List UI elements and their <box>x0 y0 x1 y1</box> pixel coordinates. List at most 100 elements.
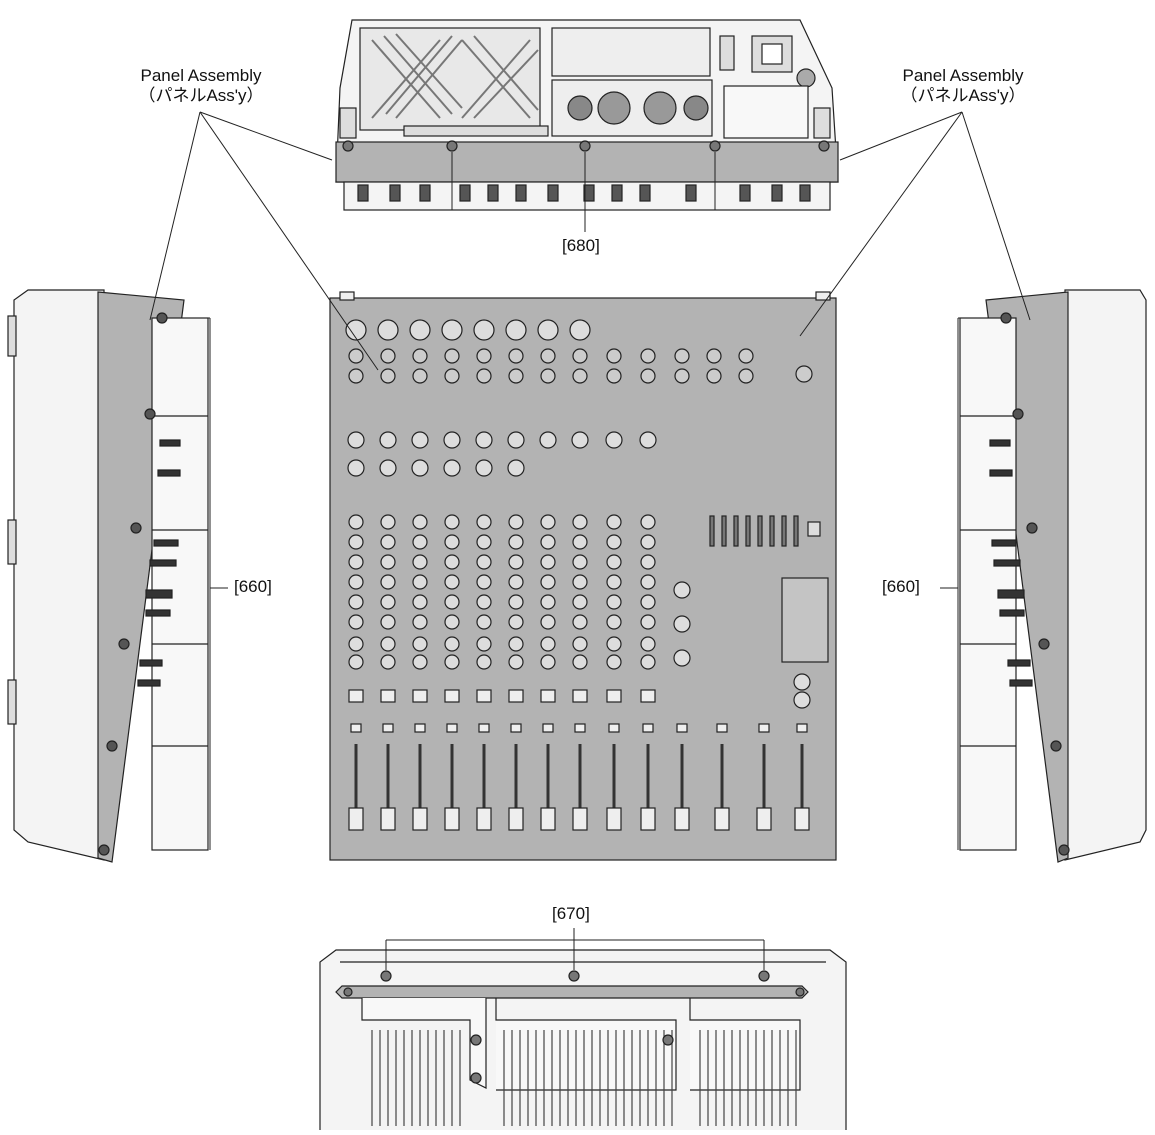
knob-icon <box>348 534 364 550</box>
knob-icon <box>640 514 656 530</box>
knob-icon <box>540 654 556 670</box>
fader-knob-icon <box>476 807 492 831</box>
fader-knob-icon <box>444 807 460 831</box>
knob-icon <box>444 654 460 670</box>
jack-icon <box>706 368 722 384</box>
knob-icon <box>572 574 588 590</box>
knob-icon <box>540 534 556 550</box>
knob-icon <box>380 614 396 630</box>
button-icon <box>348 689 364 703</box>
knob-icon <box>380 534 396 550</box>
panel-assembly-left-line2: （パネルAss'y） <box>138 86 264 105</box>
front-knob-grid <box>345 319 813 831</box>
bottom-view <box>319 949 847 1130</box>
jack-icon <box>640 348 656 364</box>
button-icon <box>414 723 426 733</box>
knob-icon <box>476 554 492 570</box>
knob-icon <box>508 636 524 652</box>
knob-icon <box>380 554 396 570</box>
knob-icon <box>476 514 492 530</box>
knob-icon <box>606 554 622 570</box>
bottom-panel-strip <box>335 985 809 999</box>
fader-knob-icon <box>508 807 524 831</box>
knob-icon <box>673 649 691 667</box>
jack-icon <box>540 348 556 364</box>
knob-icon <box>606 614 622 630</box>
knob-icon <box>348 554 364 570</box>
button-icon <box>382 723 394 733</box>
knob-icon <box>508 514 524 530</box>
knob-icon <box>412 534 428 550</box>
fader-knob-icon <box>640 807 656 831</box>
xlr-jack-icon <box>345 319 367 341</box>
xlr-jack-icon <box>569 319 591 341</box>
xlr-jack-icon <box>537 319 559 341</box>
knob-icon <box>380 574 396 590</box>
ref-670-label: [670] <box>552 904 590 923</box>
panel-assembly-left-label: Panel Assembly （パネルAss'y） <box>106 66 296 106</box>
button-icon <box>758 723 770 733</box>
knob-icon <box>572 654 588 670</box>
jack-icon <box>572 368 588 384</box>
knob-icon <box>444 594 460 610</box>
jack-icon <box>348 348 364 364</box>
button-icon <box>476 689 492 703</box>
knob-icon <box>412 554 428 570</box>
knob-icon <box>572 554 588 570</box>
button-icon <box>412 689 428 703</box>
knob-icon <box>476 636 492 652</box>
knob-icon <box>476 594 492 610</box>
knob-icon <box>443 459 461 477</box>
button-icon <box>642 723 654 733</box>
fader-knob-icon <box>794 807 810 831</box>
knob-icon <box>540 636 556 652</box>
knob-icon <box>412 614 428 630</box>
jack-icon <box>795 365 813 383</box>
button-icon <box>640 689 656 703</box>
jack-icon <box>640 368 656 384</box>
jack-icon <box>508 348 524 364</box>
knob-icon <box>348 654 364 670</box>
knob-icon <box>412 574 428 590</box>
fader-knob-icon <box>756 807 772 831</box>
button-icon <box>444 689 460 703</box>
fader-knob-icon <box>380 807 396 831</box>
rear-view <box>335 19 839 211</box>
fader-knob-icon <box>572 807 588 831</box>
knob-icon <box>508 594 524 610</box>
panel-assembly-right-label: Panel Assembly （パネルAss'y） <box>868 66 1058 106</box>
knob-icon <box>572 594 588 610</box>
knob-icon <box>606 654 622 670</box>
knob-icon <box>411 459 429 477</box>
heatsink-fins <box>371 1030 797 1126</box>
jack-icon <box>540 368 556 384</box>
knob-icon <box>444 574 460 590</box>
button-icon <box>716 723 728 733</box>
jack-icon <box>572 348 588 364</box>
button-icon <box>572 689 588 703</box>
xlr-jack-icon <box>409 319 431 341</box>
panel-assembly-left-line1: Panel Assembly <box>140 66 262 85</box>
knob-icon <box>476 574 492 590</box>
jack-icon <box>508 368 524 384</box>
knob-icon <box>379 431 397 449</box>
knob-icon <box>476 614 492 630</box>
knob-icon <box>348 574 364 590</box>
xlr-jack-icon <box>441 319 463 341</box>
button-icon <box>510 723 522 733</box>
knob-icon <box>540 514 556 530</box>
knob-icon <box>444 514 460 530</box>
knob-icon <box>508 574 524 590</box>
knob-icon <box>640 554 656 570</box>
button-icon <box>380 689 396 703</box>
knob-icon <box>412 654 428 670</box>
jack-icon <box>738 348 754 364</box>
knob-icon <box>539 431 557 449</box>
panel-assembly-right-line2: （パネルAss'y） <box>900 86 1026 105</box>
knob-icon <box>476 534 492 550</box>
xlr-jack-icon <box>505 319 527 341</box>
button-icon <box>478 723 490 733</box>
knob-icon <box>673 581 691 599</box>
knob-icon <box>540 594 556 610</box>
